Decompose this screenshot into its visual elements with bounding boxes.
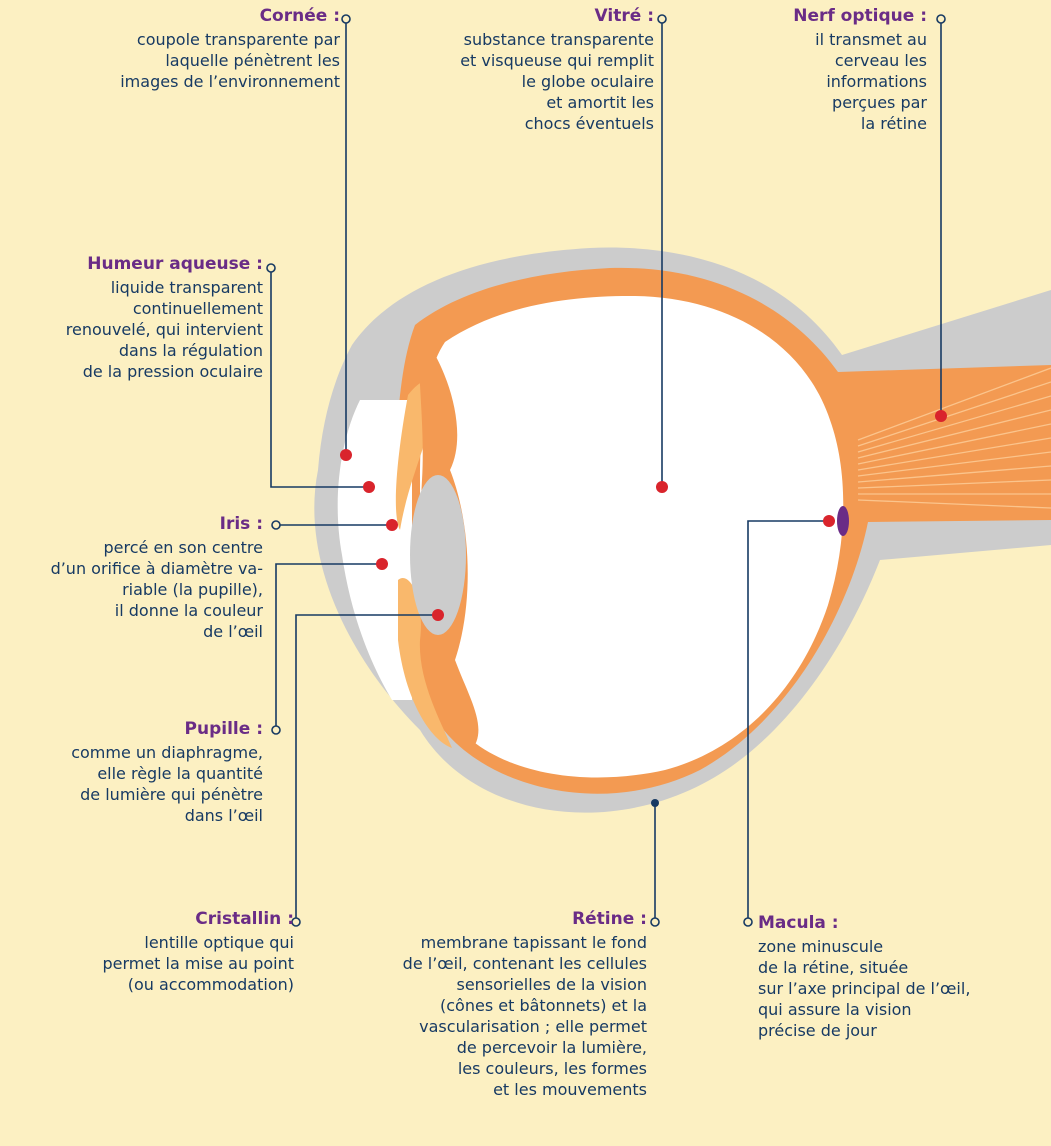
label-nerf-optique: Nerf optique : il transmet au cerveau le… <box>793 6 927 134</box>
retine-endpoint <box>651 918 659 926</box>
pupille-dot <box>376 558 388 570</box>
label-iris: Iris : percé en son centre d’un orifice … <box>51 514 263 642</box>
vitre-endpoint <box>658 15 666 23</box>
cornee-dot <box>340 449 352 461</box>
label-pupille: Pupille : comme un diaphragme, elle règl… <box>71 719 263 826</box>
label-humeur-aqueuse: Humeur aqueuse : liquide transparent con… <box>66 254 263 382</box>
label-vitre-title: Vitré : <box>460 6 654 27</box>
label-humeur-aqueuse-desc: liquide transparent continuellement reno… <box>66 277 263 382</box>
label-pupille-title: Pupille : <box>71 719 263 740</box>
humeur-endpoint <box>267 264 275 272</box>
label-humeur-aqueuse-title: Humeur aqueuse : <box>66 254 263 275</box>
cristallin-dot <box>432 609 444 621</box>
iris-endpoint <box>272 521 280 529</box>
label-nerf-optique-title: Nerf optique : <box>793 6 927 27</box>
label-cristallin-desc: lentille optique qui permet la mise au p… <box>102 932 294 995</box>
label-iris-desc: percé en son centre d’un orifice à diamè… <box>51 537 263 642</box>
iris-dot <box>386 519 398 531</box>
macula-endpoint <box>744 918 752 926</box>
label-retine-title: Rétine : <box>403 909 647 930</box>
label-cristallin: Cristallin : lentille optique qui permet… <box>102 909 294 995</box>
macula-dot <box>823 515 835 527</box>
label-retine: Rétine : membrane tapissant le fond de l… <box>403 909 647 1100</box>
label-macula: Macula : zone minuscule de la rétine, si… <box>758 913 970 1041</box>
label-cornee: Cornée : coupole transparente par laquel… <box>120 6 340 92</box>
label-cornee-title: Cornée : <box>120 6 340 27</box>
retine-dot <box>651 799 659 807</box>
humeur-dot <box>363 481 375 493</box>
label-cristallin-title: Cristallin : <box>102 909 294 930</box>
label-cornee-desc: coupole transparente par laquelle pénètr… <box>120 29 340 92</box>
label-vitre: Vitré : substance transparente et visque… <box>460 6 654 134</box>
label-macula-title: Macula : <box>758 913 970 934</box>
cornee-endpoint <box>342 15 350 23</box>
nerf-endpoint <box>937 15 945 23</box>
label-macula-desc: zone minuscule de la rétine, située sur … <box>758 936 970 1041</box>
vitre-dot <box>656 481 668 493</box>
label-nerf-optique-desc: il transmet au cerveau les informations … <box>793 29 927 134</box>
label-pupille-desc: comme un diaphragme, elle règle la quant… <box>71 742 263 826</box>
label-retine-desc: membrane tapissant le fond de l’œil, con… <box>403 932 647 1100</box>
pupille-endpoint <box>272 726 280 734</box>
nerf-dot <box>935 410 947 422</box>
macula-mark <box>837 506 849 536</box>
label-iris-title: Iris : <box>51 514 263 535</box>
label-vitre-desc: substance transparente et visqueuse qui … <box>460 29 654 134</box>
